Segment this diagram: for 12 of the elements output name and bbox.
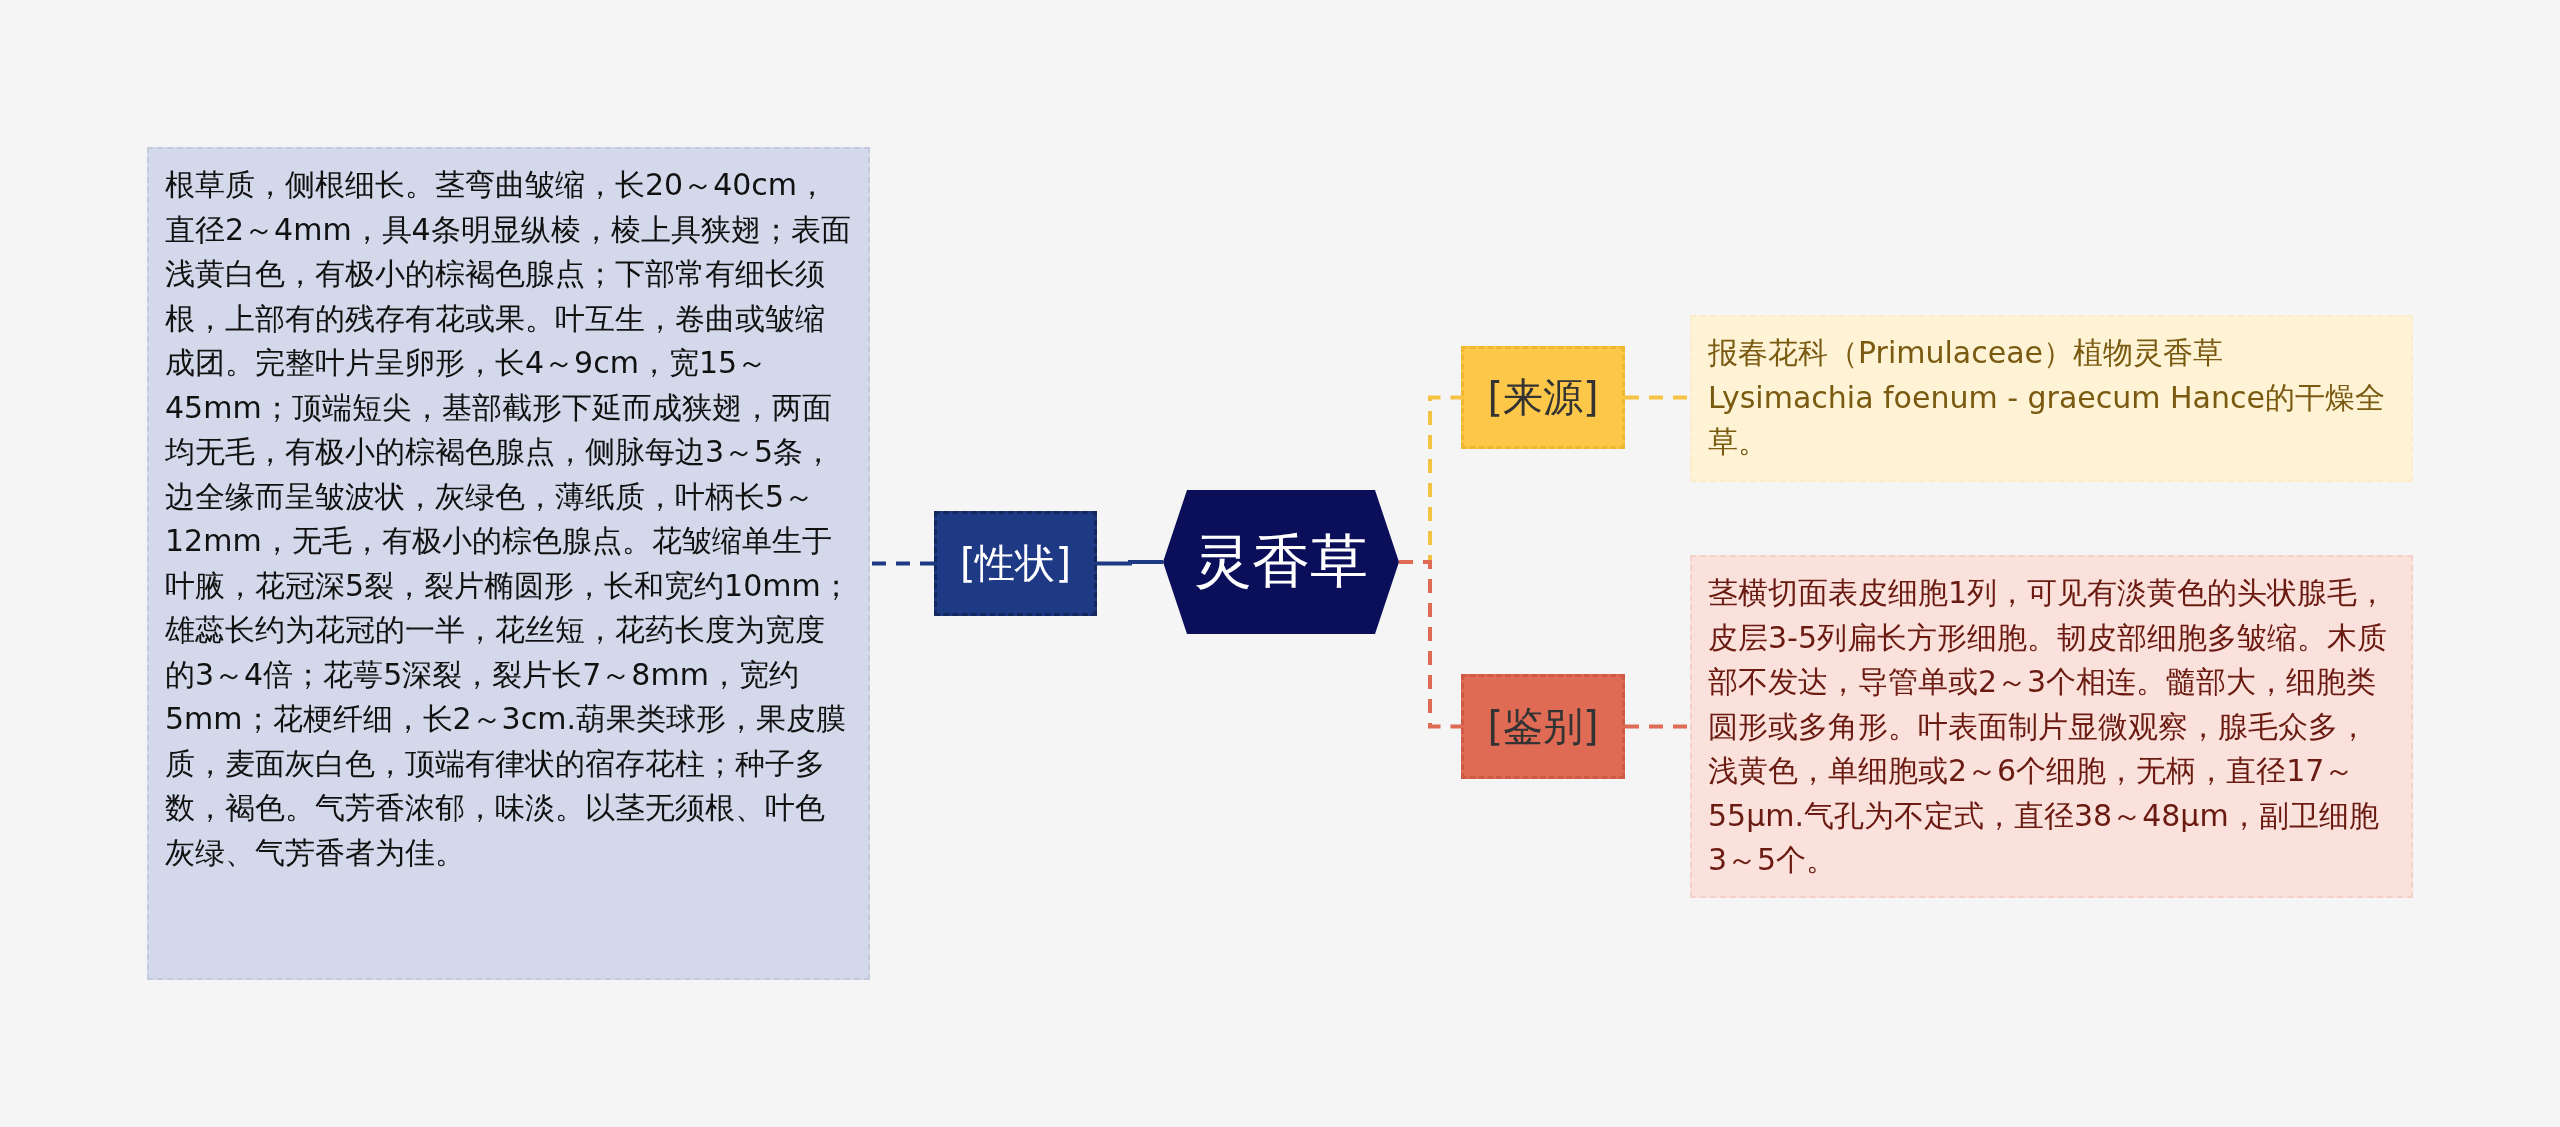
topic-box: [来源] <box>1461 346 1625 449</box>
text-box: 根草质，侧根细长。茎弯曲皱缩，长20～40cm，直径2～4mm，具4条明显纵棱，棱上具狭翅；表面浅黄白色，有极小的棕褐色腺点；下部常有细长须根，上部有的残存有花或果。叶互生，卷曲或皱缩成团。完整叶片呈卵形，长4～9cm，宽15～45mm；顶端短尖，基部截形下延而成狭翅，两面均无毛，有极小的棕褐色腺点，侧脉每边3～5条，边全缘而呈皱波状，灰绿色，薄纸质，叶柄长5～12mm，无毛，有极小的棕色腺点。花皱缩单生于叶腋，花冠深5裂，裂片椭圆形，长和宽约10mm；雄蕊长约为花冠的一半，花丝短，花药长度为宽度的3～4倍；花萼5深裂，裂片长7～8mm，宽约5mm；花梗纤细，长2～3cm.葫果类球形，果皮膜质，麦面灰白色，顶端有律状的宿存花柱；种子多数，褐色。气芳香浓郁，味淡。以茎无须根、叶色灰绿、气芳香者为佳。 <box>147 147 870 980</box>
topic-box: [鉴别] <box>1461 674 1625 779</box>
connector-line <box>1625 724 1690 729</box>
connector-line <box>870 561 934 566</box>
connector-line <box>1625 395 1690 400</box>
text-box: 报春花科（Primulaceae）植物灵香草 Lysimachia foenum - graecum Hance的干燥全草。 <box>1690 315 2413 482</box>
connector-line <box>1097 560 1163 566</box>
topic-box: [性状] <box>934 511 1097 616</box>
text-box: 茎横切面表皮细胞1列，可见有淡黄色的头状腺毛，皮层3-5列扁长方形细胞。韧皮部细胞多皱缩。木质部不发达，导管单或2～3个相连。髓部大，细胞类圆形或多角形。叶表面制片显微观察，腺毛众多，浅黄色，单细胞或2～6个细胞，无柄，直径17～55μm.气孔为不定式，直径38～48μm，副卫细胞3～5个。 <box>1690 555 2413 898</box>
central-topic: 灵香草 <box>1163 490 1399 634</box>
connector-line <box>1399 560 1461 729</box>
